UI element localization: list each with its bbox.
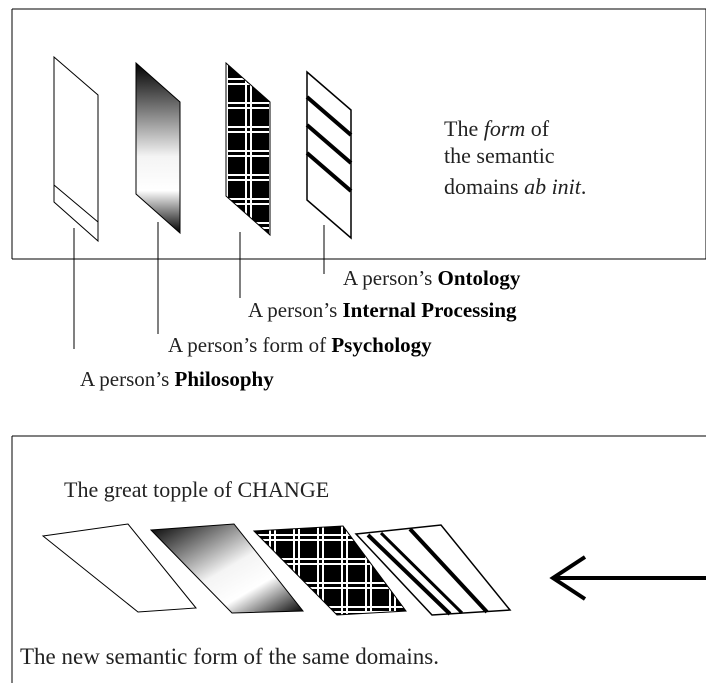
caption-line-3: domains ab init.	[444, 174, 586, 199]
panel-philosophy	[53, 55, 99, 243]
panel-ontology	[305, 70, 353, 240]
bottom-footer: The new semantic form of the same domain…	[20, 644, 439, 669]
domain-labels: A person’s Ontology A person’s Internal …	[80, 266, 521, 391]
toppled-psychology	[149, 523, 305, 614]
top-caption: The form of the semantic domains ab init…	[444, 116, 586, 199]
bottom-title: The great topple of CHANGE	[64, 477, 329, 502]
label-internal-processing: A person’s Internal Processing	[248, 298, 517, 322]
connector-lines	[73, 222, 325, 349]
label-ontology: A person’s Ontology	[343, 266, 521, 290]
panel-psychology	[135, 61, 181, 235]
label-psychology: A person’s form of Psychology	[168, 333, 432, 357]
bottom-panel-frame	[11, 435, 706, 683]
toppled-philosophy	[41, 523, 197, 613]
panel-internal-processing	[225, 61, 271, 237]
caption-line-1: The form of	[444, 116, 550, 141]
top-panel-frame	[11, 8, 706, 260]
toppled-internal-processing	[252, 525, 407, 616]
label-philosophy: A person’s Philosophy	[80, 367, 274, 391]
left-arrow-icon	[549, 555, 706, 601]
caption-line-2: the semantic	[444, 143, 555, 168]
toppled-ontology	[354, 524, 512, 616]
